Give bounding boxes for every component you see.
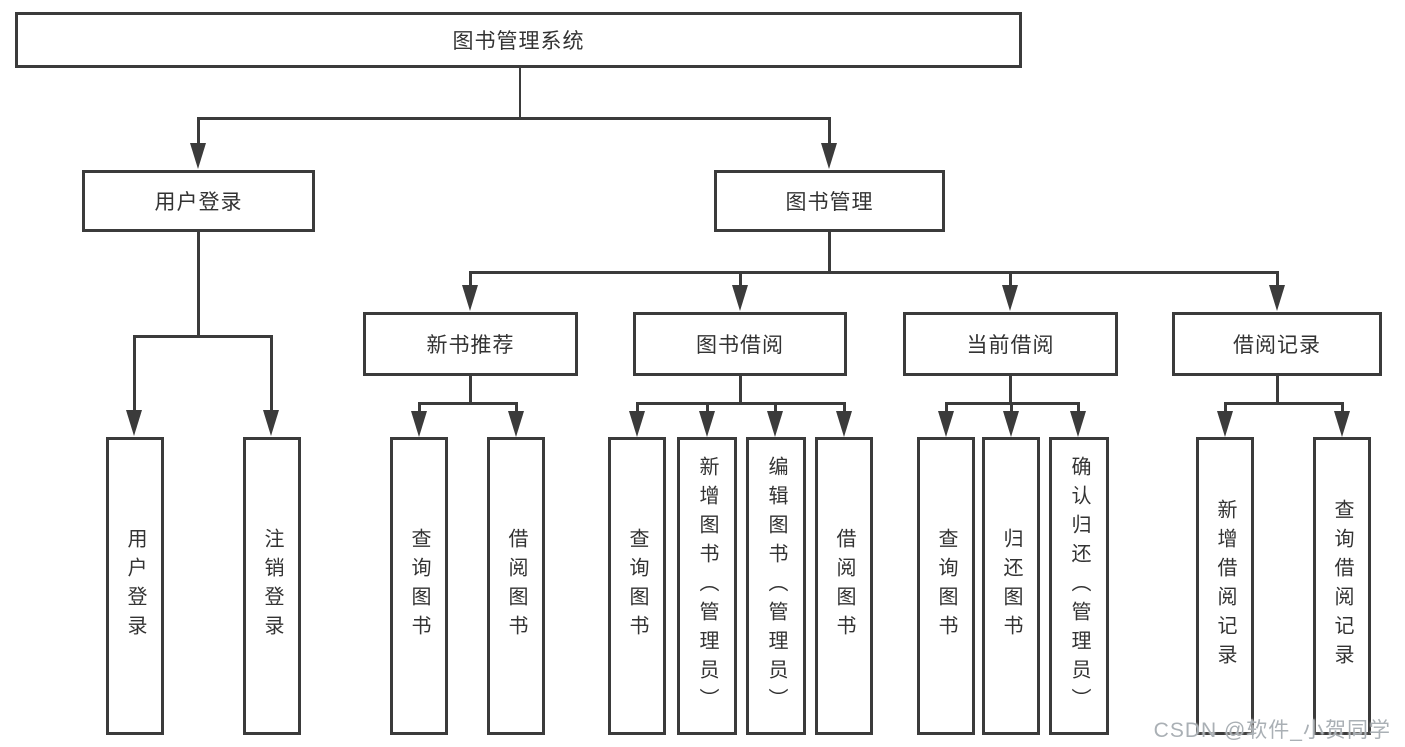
node-query-books-recommend: 查询图书 — [390, 437, 448, 735]
connector-line — [469, 376, 472, 404]
watermark: CSDN @软件_小贺同学 — [1153, 719, 1391, 742]
connector-line — [197, 117, 200, 145]
node-label: 借阅记录 — [1233, 334, 1321, 357]
node-new-book-recommend: 新书推荐 — [363, 312, 578, 376]
node-root: 图书管理系统 — [15, 12, 1022, 68]
arrowhead-icon — [629, 411, 645, 437]
node-user-login: 用户登录 — [82, 170, 315, 232]
connector-line — [1276, 271, 1279, 287]
arrowhead-icon — [1334, 411, 1350, 437]
node-label: 借阅图书 — [505, 528, 527, 644]
arrowhead-icon — [411, 411, 427, 437]
connector-line — [1077, 402, 1080, 415]
node-label: 查询借阅记录 — [1331, 499, 1353, 673]
node-add-book-admin: 新增图书（管理员） — [677, 437, 737, 735]
connector-line — [739, 376, 742, 404]
connector-line — [706, 402, 709, 415]
connector-line — [197, 232, 200, 337]
arrowhead-icon — [190, 143, 206, 169]
connector-line — [518, 67, 521, 119]
arrowhead-icon — [767, 411, 783, 437]
node-label: 查询图书 — [408, 528, 430, 644]
connector-line — [1224, 402, 1227, 415]
node-label: 查询图书 — [935, 528, 957, 644]
connector-line — [133, 335, 272, 338]
node-label: 新增借阅记录 — [1214, 499, 1236, 673]
node-borrow-books-recommend: 借阅图书 — [487, 437, 545, 735]
arrowhead-icon — [1003, 411, 1019, 437]
node-label: 新增图书（管理员） — [696, 455, 718, 717]
connector-line — [1224, 402, 1343, 405]
arrowhead-icon — [938, 411, 954, 437]
arrowhead-icon — [263, 410, 279, 436]
node-label: 图书借阅 — [696, 334, 784, 357]
node-label: 当前借阅 — [966, 334, 1055, 357]
node-login-user: 用户登录 — [106, 437, 164, 735]
node-label: 注销登录 — [261, 528, 283, 644]
node-label: 图书管理 — [785, 191, 874, 214]
arrowhead-icon — [126, 410, 142, 436]
connector-line — [1009, 271, 1012, 287]
node-label: 确认归还（管理员） — [1068, 455, 1090, 717]
arrowhead-icon — [699, 411, 715, 437]
node-query-books-borrow: 查询图书 — [608, 437, 666, 735]
connector-line — [828, 117, 831, 145]
arrowhead-icon — [1070, 411, 1086, 437]
connector-line — [1010, 402, 1013, 415]
node-book-borrow: 图书借阅 — [633, 312, 847, 376]
connector-line — [843, 402, 846, 415]
node-query-books-current: 查询图书 — [917, 437, 975, 735]
arrowhead-icon — [1269, 285, 1285, 311]
arrowhead-icon — [508, 411, 524, 437]
node-borrow-records: 借阅记录 — [1172, 312, 1382, 376]
connector-line — [636, 402, 639, 415]
arrowhead-icon — [821, 143, 837, 169]
node-label: 归还图书 — [1000, 528, 1022, 644]
connector-line — [636, 402, 845, 405]
node-label: 用户登录 — [154, 191, 243, 214]
node-edit-book-admin: 编辑图书（管理员） — [746, 437, 806, 735]
node-add-borrow-record: 新增借阅记录 — [1196, 437, 1254, 735]
node-label: 编辑图书（管理员） — [765, 455, 787, 717]
arrowhead-icon — [732, 285, 748, 311]
node-logout: 注销登录 — [243, 437, 301, 735]
arrowhead-icon — [1217, 411, 1233, 437]
arrowhead-icon — [836, 411, 852, 437]
node-label: 新书推荐 — [426, 334, 515, 357]
connector-line — [774, 402, 777, 415]
node-book-management: 图书管理 — [714, 170, 945, 232]
node-label: 图书管理系统 — [452, 30, 585, 53]
node-label: 借阅图书 — [833, 528, 855, 644]
connector-line — [197, 117, 830, 120]
node-query-borrow-record: 查询借阅记录 — [1313, 437, 1371, 735]
arrowhead-icon — [462, 285, 478, 311]
connector-line — [1341, 402, 1344, 415]
connector-line — [515, 402, 518, 415]
connector-line — [828, 232, 831, 273]
connector-line — [270, 335, 273, 413]
node-label: 用户登录 — [124, 528, 146, 644]
connector-line — [469, 271, 1279, 274]
connector-line — [418, 402, 518, 405]
connector-line — [133, 335, 136, 413]
node-label: 查询图书 — [626, 528, 648, 644]
connector-line — [469, 271, 472, 287]
connector-line — [418, 402, 421, 415]
connector-line — [1276, 376, 1279, 404]
arrowhead-icon — [1002, 285, 1018, 311]
connector-line — [945, 402, 948, 415]
node-borrow-books: 借阅图书 — [815, 437, 873, 735]
node-return-book: 归还图书 — [982, 437, 1040, 735]
node-confirm-return-admin: 确认归还（管理员） — [1049, 437, 1109, 735]
node-current-borrow: 当前借阅 — [903, 312, 1118, 376]
connector-line — [739, 271, 742, 287]
connector-line — [1009, 376, 1012, 404]
